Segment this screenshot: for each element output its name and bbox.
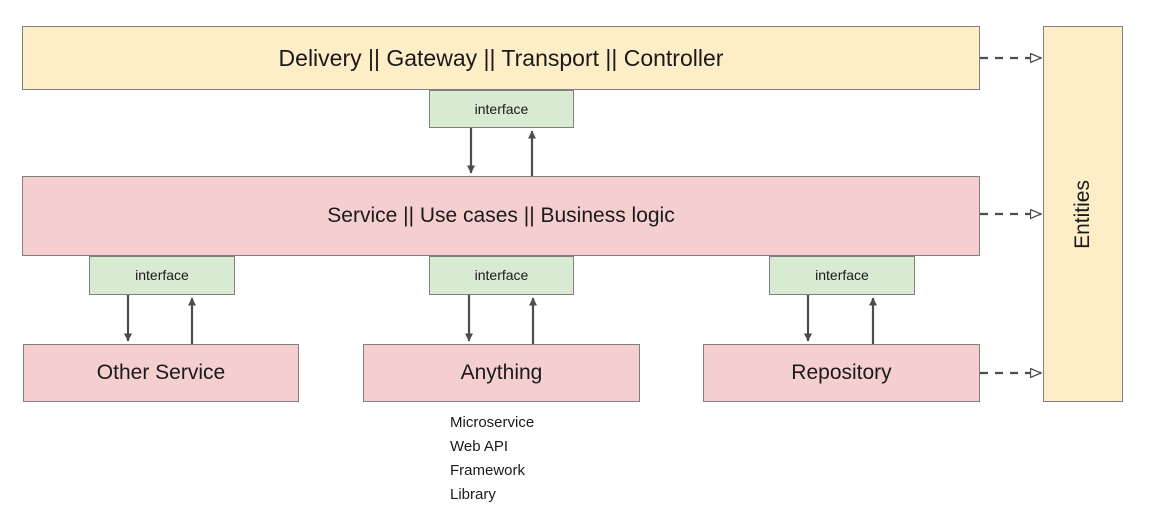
delivery-layer-label: Delivery || Gateway || Transport || Cont… xyxy=(278,44,724,71)
interface-box-anything[interactable]: interface xyxy=(429,256,574,295)
entities-label: Entities xyxy=(1070,179,1094,249)
delivery-layer-box[interactable]: Delivery || Gateway || Transport || Cont… xyxy=(22,26,980,90)
interface-label: interface xyxy=(474,267,529,284)
adapter-label: Other Service xyxy=(96,360,226,384)
entities-box[interactable]: Entities xyxy=(1043,26,1123,402)
interface-box-delivery-service[interactable]: interface xyxy=(429,90,574,128)
interface-label: interface xyxy=(474,100,529,117)
list-item: Web API xyxy=(450,438,509,455)
anything-examples-list: Microservice Web API Framework Library xyxy=(450,411,534,507)
service-layer-box[interactable]: Service || Use cases || Business logic xyxy=(22,176,980,256)
interface-label: interface xyxy=(135,267,189,284)
interface-box-other-service[interactable]: interface xyxy=(89,256,235,295)
interface-box-repository[interactable]: interface xyxy=(769,256,915,295)
service-layer-label: Service || Use cases || Business logic xyxy=(327,203,675,227)
adapter-label: Repository xyxy=(791,360,892,384)
adapter-box-other-service[interactable]: Other Service xyxy=(23,344,299,402)
adapter-label: Anything xyxy=(460,360,543,384)
list-item: Microservice xyxy=(450,414,535,431)
list-item: Library xyxy=(450,486,496,503)
adapter-box-anything[interactable]: Anything xyxy=(363,344,640,402)
list-item: Framework xyxy=(450,462,526,479)
adapter-box-repository[interactable]: Repository xyxy=(703,344,980,402)
interface-label: interface xyxy=(815,267,869,284)
